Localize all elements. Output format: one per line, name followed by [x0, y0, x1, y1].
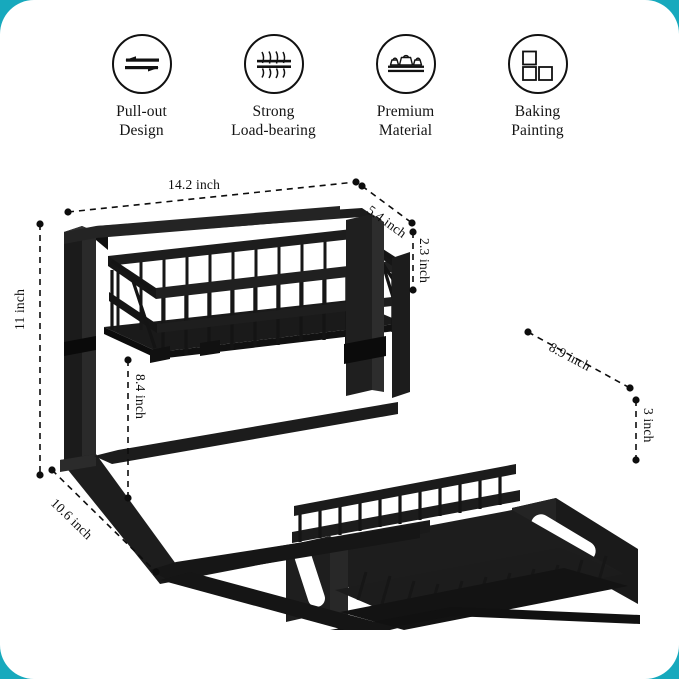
- squares-diamond-icon: [507, 34, 568, 94]
- dim-line-base-depth: [51, 469, 157, 573]
- feature-label-line2: Painting: [511, 121, 564, 139]
- feature-baking-painting: Baking Painting: [472, 34, 604, 141]
- feature-label-line1: Baking: [514, 103, 561, 120]
- feature-label-line1: Strong: [252, 103, 295, 120]
- double-arrow-icon: [111, 34, 172, 94]
- dim-label-overall-height: 11 inch: [12, 289, 27, 330]
- dim-line-drawer-width: [527, 331, 631, 389]
- dim-label-base-depth: 10.6 inch: [48, 495, 96, 542]
- feature-pull-out-design: Pull-out Design: [76, 34, 208, 141]
- feature-label-line2: Design: [119, 121, 164, 139]
- load-bearing-icon: [243, 34, 304, 94]
- feature-row: Pull-out Design: [0, 34, 679, 154]
- lower-pullout-drawer: [286, 464, 640, 630]
- feature-label-line2: Material: [378, 121, 433, 139]
- weights-on-shelf-icon: [375, 34, 436, 94]
- feature-label-line1: Pull-out: [116, 103, 167, 120]
- feature-label: Strong Load-bearing: [231, 103, 316, 141]
- product-illustration: [60, 206, 640, 630]
- dim-label-drawer-width: 8.9 inch: [547, 339, 594, 373]
- dim-label-clearance-height: 8.4 inch: [133, 374, 148, 419]
- product-dimension-diagram: 14.2 inch 5.4 inch 2.3 inch 11 inch 8.4 …: [0, 160, 679, 630]
- dim-label-basket-height: 2.3 inch: [417, 238, 432, 283]
- dimension-annotations: [39, 181, 637, 573]
- dimension-endpoints: [36, 178, 640, 576]
- feature-label: Baking Painting: [511, 103, 563, 141]
- dim-line-top-width: [67, 181, 357, 213]
- dim-label-drawer-height: 3 inch: [641, 408, 656, 443]
- feature-label: Premium Material: [377, 103, 435, 141]
- feature-label: Pull-out Design: [116, 103, 167, 141]
- feature-strong-load-bearing: Strong Load-bearing: [208, 34, 340, 141]
- dim-label-top-width: 14.2 inch: [168, 177, 220, 192]
- feature-label-line2: Load-bearing: [231, 121, 316, 139]
- feature-label-line1: Premium: [376, 103, 435, 120]
- feature-premium-material: Premium Material: [340, 34, 472, 141]
